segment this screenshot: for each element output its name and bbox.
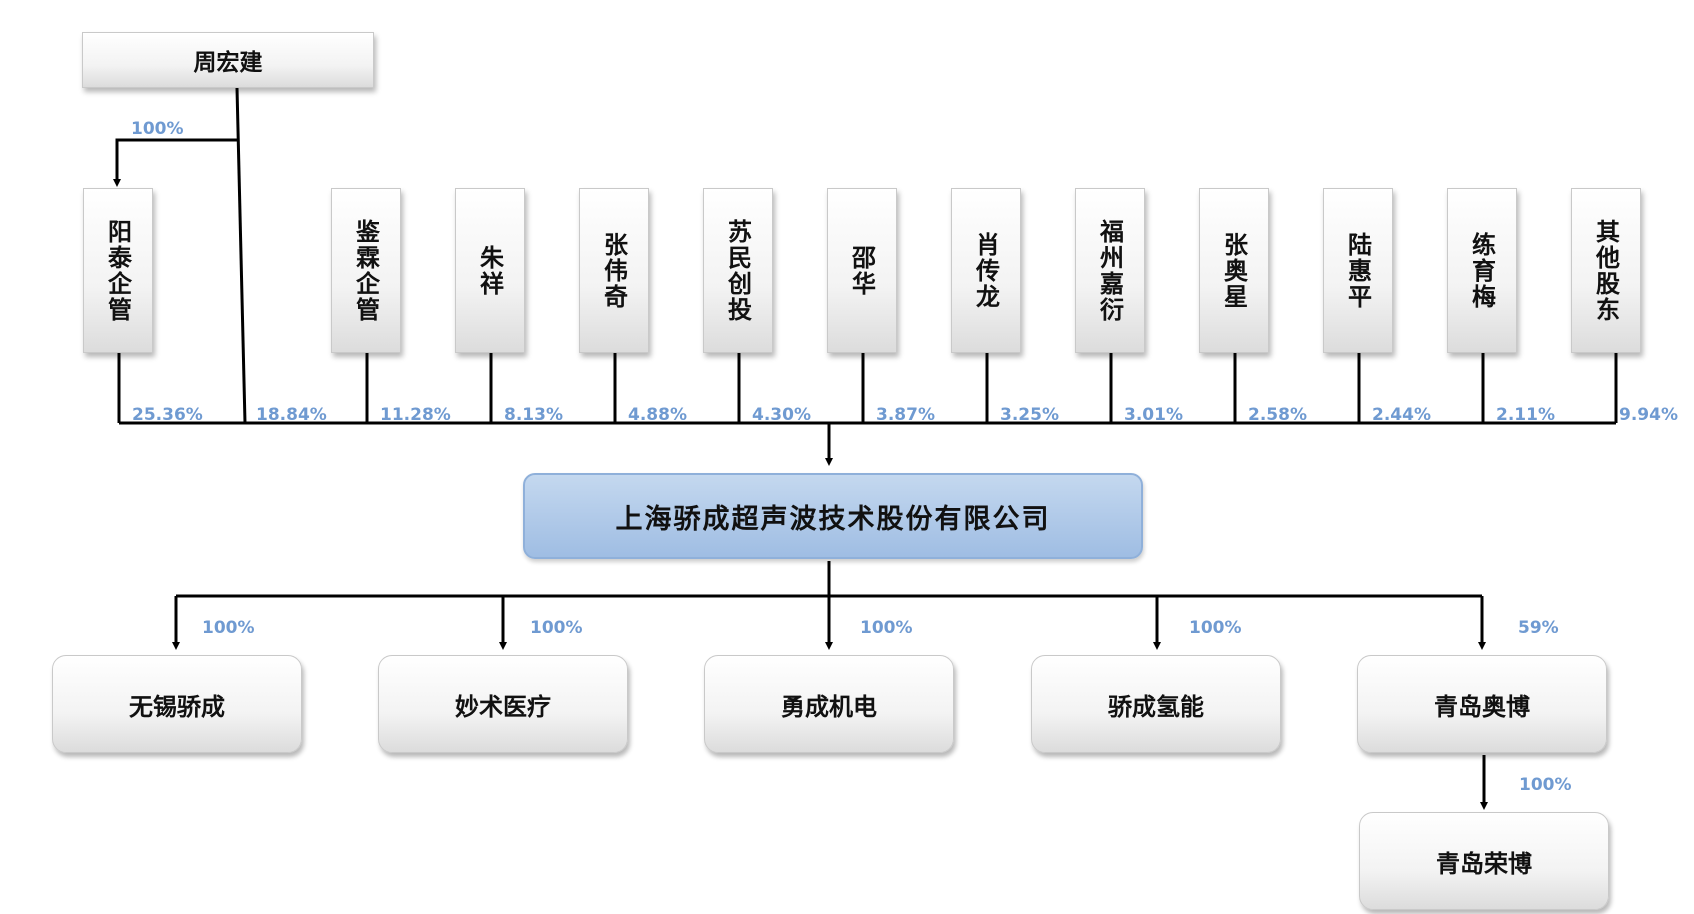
shareholder-pct: 4.88% bbox=[628, 405, 687, 425]
shareholder-pct: 4.30% bbox=[752, 405, 811, 425]
shareholder-pct: 8.13% bbox=[504, 405, 563, 425]
shareholder-pct: 3.25% bbox=[1000, 405, 1059, 425]
subsidiary-label: 妙术医疗 bbox=[455, 692, 551, 721]
shareholder-box: 鉴霖企管 bbox=[331, 188, 401, 353]
shareholder-label: 肖传龙 bbox=[971, 231, 1000, 310]
direct-pct: 18.84% bbox=[256, 405, 327, 425]
shareholder-box: 苏民创投 bbox=[703, 188, 773, 353]
shareholder-pct: 2.58% bbox=[1248, 405, 1307, 425]
sub-subsidiary-pct: 100% bbox=[1519, 775, 1572, 795]
subsidiary-label: 勇成机电 bbox=[781, 692, 877, 721]
shareholder-box: 福州嘉衍 bbox=[1075, 188, 1145, 353]
shareholder-pct: 3.87% bbox=[876, 405, 935, 425]
shareholder-box: 张伟奇 bbox=[579, 188, 649, 353]
shareholder-box: 张奥星 bbox=[1199, 188, 1269, 353]
shareholder-pct: 25.36% bbox=[132, 405, 203, 425]
shareholder-box: 阳泰企管 bbox=[83, 188, 153, 353]
shareholder-box: 其他股东 bbox=[1571, 188, 1641, 353]
controller-box: 周宏建 bbox=[82, 32, 374, 88]
shareholder-pct: 2.44% bbox=[1372, 405, 1431, 425]
shareholder-label: 福州嘉衍 bbox=[1095, 218, 1124, 323]
shareholder-label: 张伟奇 bbox=[599, 231, 628, 310]
subsidiary-box: 青岛奥博 bbox=[1357, 655, 1607, 753]
subsidiary-label: 无锡骄成 bbox=[129, 692, 225, 721]
sub-subsidiary-box: 青岛荣博 bbox=[1359, 812, 1609, 910]
shareholder-label: 苏民创投 bbox=[723, 218, 752, 323]
sub-subsidiary-label: 青岛荣博 bbox=[1436, 849, 1532, 878]
shareholder-box: 肖传龙 bbox=[951, 188, 1021, 353]
company-label: 上海骄成超声波技术股份有限公司 bbox=[615, 503, 1051, 535]
shareholder-label: 张奥星 bbox=[1219, 231, 1248, 310]
subsidiary-pct: 100% bbox=[1189, 618, 1242, 638]
shareholder-label: 鉴霖企管 bbox=[351, 218, 380, 323]
shareholder-box: 练育梅 bbox=[1447, 188, 1517, 353]
subsidiary-pct: 100% bbox=[530, 618, 583, 638]
shareholder-label: 邵华 bbox=[847, 244, 876, 297]
shareholder-pct: 9.94% bbox=[1619, 405, 1678, 425]
shareholder-box: 朱祥 bbox=[455, 188, 525, 353]
subsidiary-box: 勇成机电 bbox=[704, 655, 954, 753]
shareholder-pct: 3.01% bbox=[1124, 405, 1183, 425]
shareholder-box: 陆惠平 bbox=[1323, 188, 1393, 353]
subsidiary-box: 骄成氢能 bbox=[1031, 655, 1281, 753]
subsidiary-pct: 59% bbox=[1518, 618, 1559, 638]
company-box: 上海骄成超声波技术股份有限公司 bbox=[523, 473, 1143, 559]
controller-pct: 100% bbox=[131, 119, 184, 139]
shareholder-box: 邵华 bbox=[827, 188, 897, 353]
subsidiary-pct: 100% bbox=[860, 618, 913, 638]
subsidiary-box: 无锡骄成 bbox=[52, 655, 302, 753]
shareholder-label: 朱祥 bbox=[475, 244, 504, 297]
subsidiary-label: 骄成氢能 bbox=[1108, 692, 1204, 721]
shareholder-label: 其他股东 bbox=[1591, 218, 1620, 323]
controller-label: 周宏建 bbox=[193, 50, 263, 76]
shareholder-label: 陆惠平 bbox=[1343, 231, 1372, 310]
subsidiary-label: 青岛奥博 bbox=[1434, 692, 1530, 721]
shareholder-label: 练育梅 bbox=[1467, 231, 1496, 310]
shareholder-pct: 2.11% bbox=[1496, 405, 1555, 425]
subsidiary-pct: 100% bbox=[202, 618, 255, 638]
subsidiary-box: 妙术医疗 bbox=[378, 655, 628, 753]
shareholder-label: 阳泰企管 bbox=[103, 218, 132, 323]
shareholder-pct: 11.28% bbox=[380, 405, 451, 425]
